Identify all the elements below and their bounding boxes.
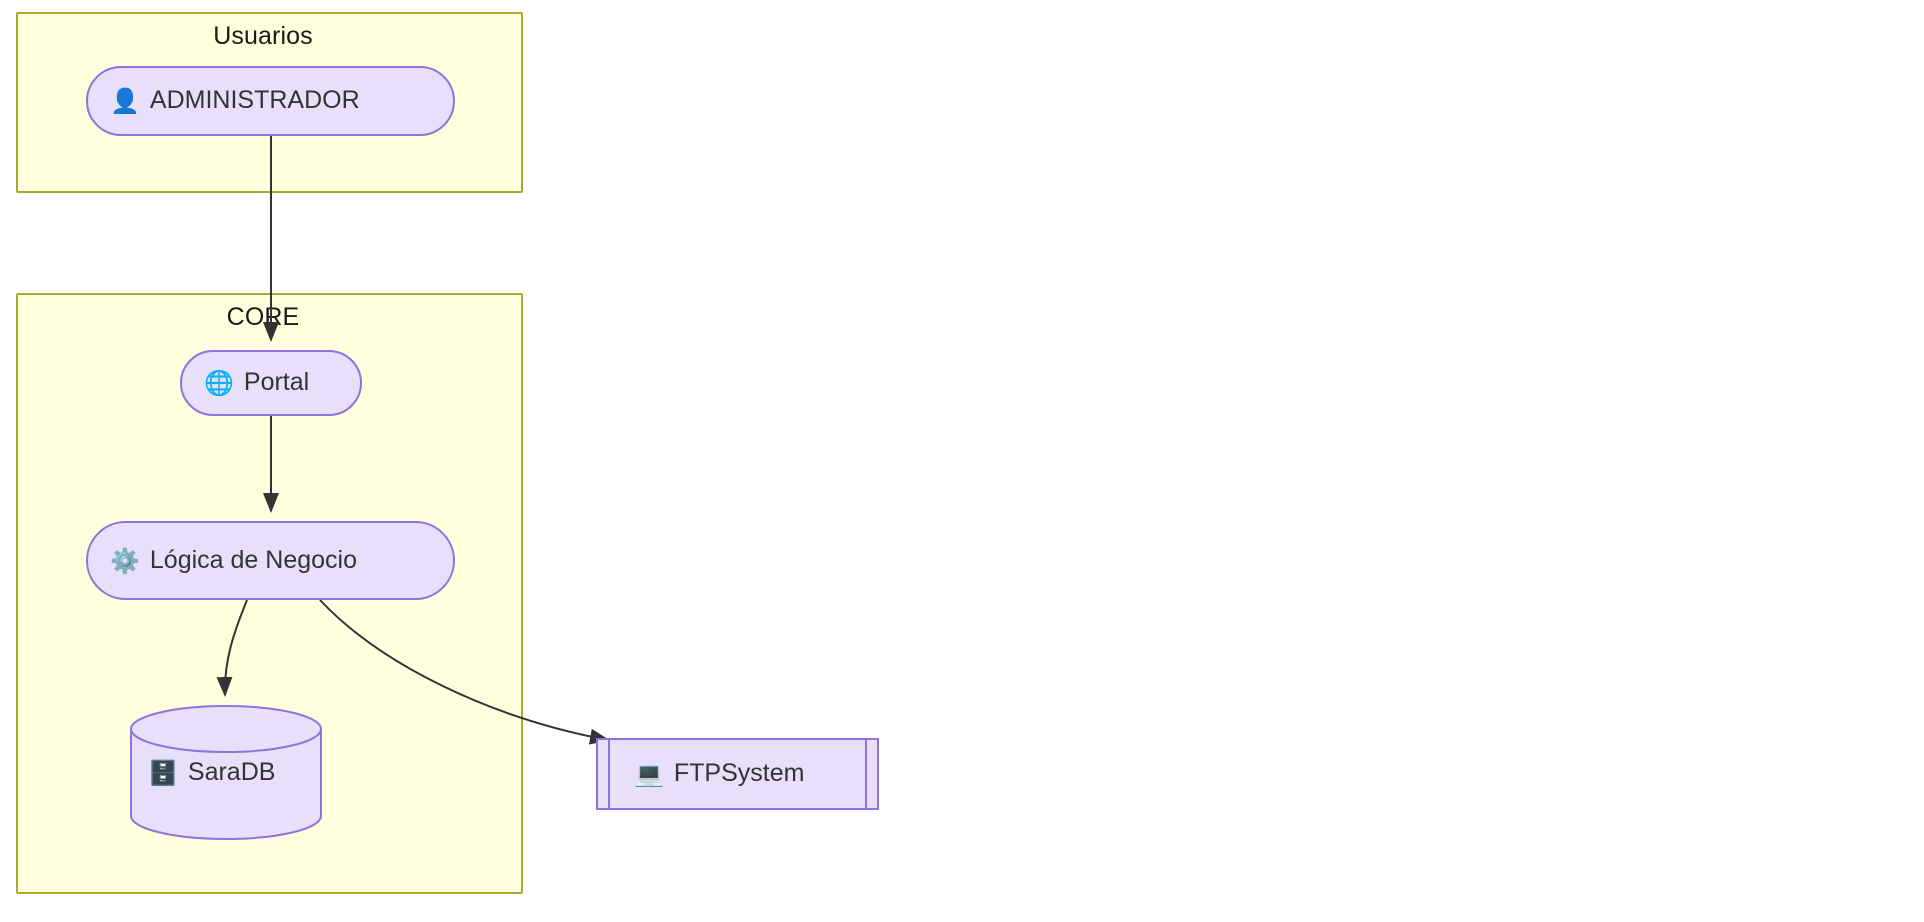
database-cabinet-icon: 🗄️ — [148, 758, 178, 787]
node-logica-label: Lógica de Negocio — [149, 545, 357, 574]
node-logica-de-negocio[interactable]: ⚙️ Lógica de Negocio — [86, 521, 455, 600]
person-icon: 👤 — [110, 87, 140, 115]
cylinder-shape — [130, 705, 322, 840]
node-administrador-content: 👤 ADMINISTRADOR — [88, 87, 360, 115]
cluster-usuarios-label: Usuarios — [213, 22, 313, 50]
node-portal-label: Portal — [243, 368, 310, 397]
node-ftpsystem-label: FTPSystem — [673, 759, 805, 788]
laptop-icon: 💻 — [634, 760, 664, 788]
subroutine-bar-right — [865, 740, 867, 808]
gear-icon: ⚙️ — [110, 546, 140, 575]
globe-icon: 🌐 — [204, 369, 234, 397]
node-ftpsystem-content: 💻 FTPSystem — [598, 760, 804, 788]
node-ftpsystem[interactable]: 💻 FTPSystem — [596, 738, 879, 810]
node-administrador[interactable]: 👤 ADMINISTRADOR — [86, 66, 455, 136]
node-saradb-label: SaraDB — [187, 757, 276, 786]
subroutine-bar-left — [608, 740, 610, 808]
node-portal[interactable]: 🌐 Portal — [180, 350, 362, 416]
node-administrador-label: ADMINISTRADOR — [149, 86, 360, 115]
node-portal-content: 🌐 Portal — [182, 369, 309, 397]
node-saradb-content: 🗄️ SaraDB — [130, 705, 340, 840]
node-saradb[interactable]: 🗄️ SaraDB — [130, 705, 322, 840]
cluster-core-label: CORE — [226, 303, 300, 331]
node-logica-content: ⚙️ Lógica de Negocio — [88, 545, 357, 575]
